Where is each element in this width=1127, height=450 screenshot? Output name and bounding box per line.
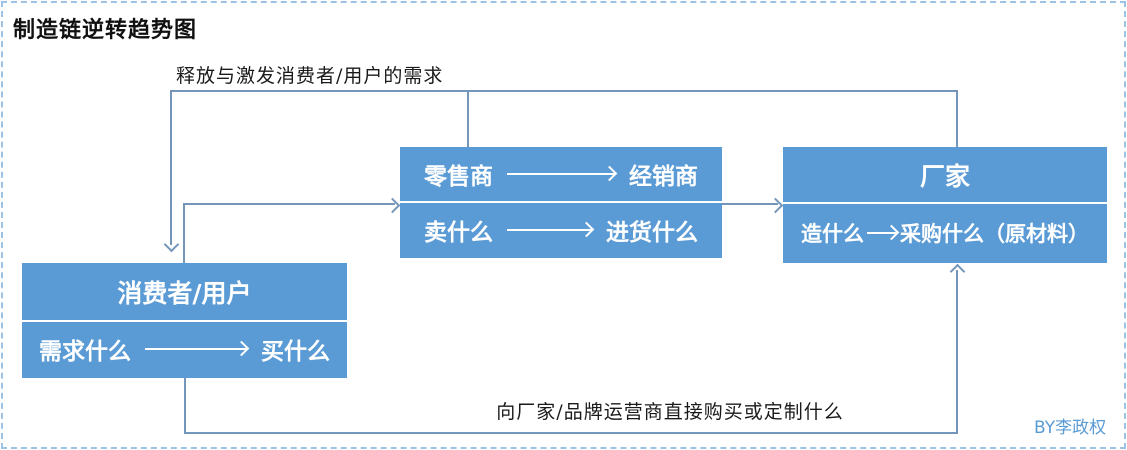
bottom-connector-vline-left: [184, 378, 186, 434]
consumer-box: 消费者/用户 需求什么 买什么: [22, 263, 347, 378]
bottom-connector-vline-right: [956, 270, 958, 433]
top-connector-vline-left: [170, 90, 172, 245]
retailer-box: 零售商 经销商 卖什么 进货什么: [400, 147, 722, 258]
factory-make-label: 造什么: [801, 221, 864, 246]
consumer-up-vline: [183, 203, 185, 263]
retailer-sell-label: 卖什么: [424, 219, 493, 246]
top-flow-label: 释放与激发消费者/用户的需求: [176, 65, 444, 87]
right-arrow-icon: [145, 348, 247, 350]
bottom-flow-label: 向厂家/品牌运营商直接购买或定制什么: [496, 401, 844, 423]
consumer-title: 消费者/用户: [117, 278, 252, 308]
arrowhead-right-factory-icon: [767, 197, 784, 214]
retailer-box-title-row: 零售商 经销商: [400, 147, 722, 201]
right-arrow-icon: [507, 228, 592, 231]
retailer-factory-hline: [722, 203, 778, 205]
factory-box-separator: [783, 202, 1107, 204]
arrowhead-up-icon: [949, 263, 966, 280]
consumer-box-title-row: 消费者/用户: [22, 263, 347, 320]
consumer-box-separator: [22, 320, 347, 322]
diagram-title: 制造链逆转趋势图: [13, 17, 198, 43]
factory-box-title-row: 厂家: [783, 147, 1107, 202]
top-connector-hline: [170, 90, 958, 92]
right-arrow-icon: [867, 231, 897, 234]
right-arrow-icon: [507, 173, 615, 175]
bottom-connector-hline: [184, 432, 958, 434]
consumer-retailer-hline: [183, 203, 395, 205]
consumer-buy-label: 买什么: [261, 339, 330, 365]
retailer-box-separator: [400, 201, 722, 203]
factory-top-vline: [956, 90, 958, 147]
retailer-label: 零售商: [424, 164, 493, 190]
consumer-demand-label: 需求什么: [39, 339, 131, 365]
distributor-label: 经销商: [629, 164, 698, 190]
retailer-box-flow-row: 卖什么 进货什么: [400, 203, 722, 256]
factory-title: 厂家: [919, 161, 970, 191]
retailer-top-vline: [467, 90, 469, 147]
factory-box: 厂家 造什么 采购什么（原材料）: [783, 147, 1107, 263]
factory-box-flow-row: 造什么 采购什么（原材料）: [783, 204, 1107, 261]
retailer-stock-label: 进货什么: [606, 219, 698, 246]
author-credit: BY李政权: [1034, 418, 1107, 438]
consumer-box-flow-row: 需求什么 买什么: [22, 322, 347, 376]
arrowhead-right-retailer-icon: [384, 197, 401, 214]
factory-procure-label: 采购什么（原材料）: [900, 221, 1089, 246]
arrowhead-down-icon: [163, 236, 180, 253]
